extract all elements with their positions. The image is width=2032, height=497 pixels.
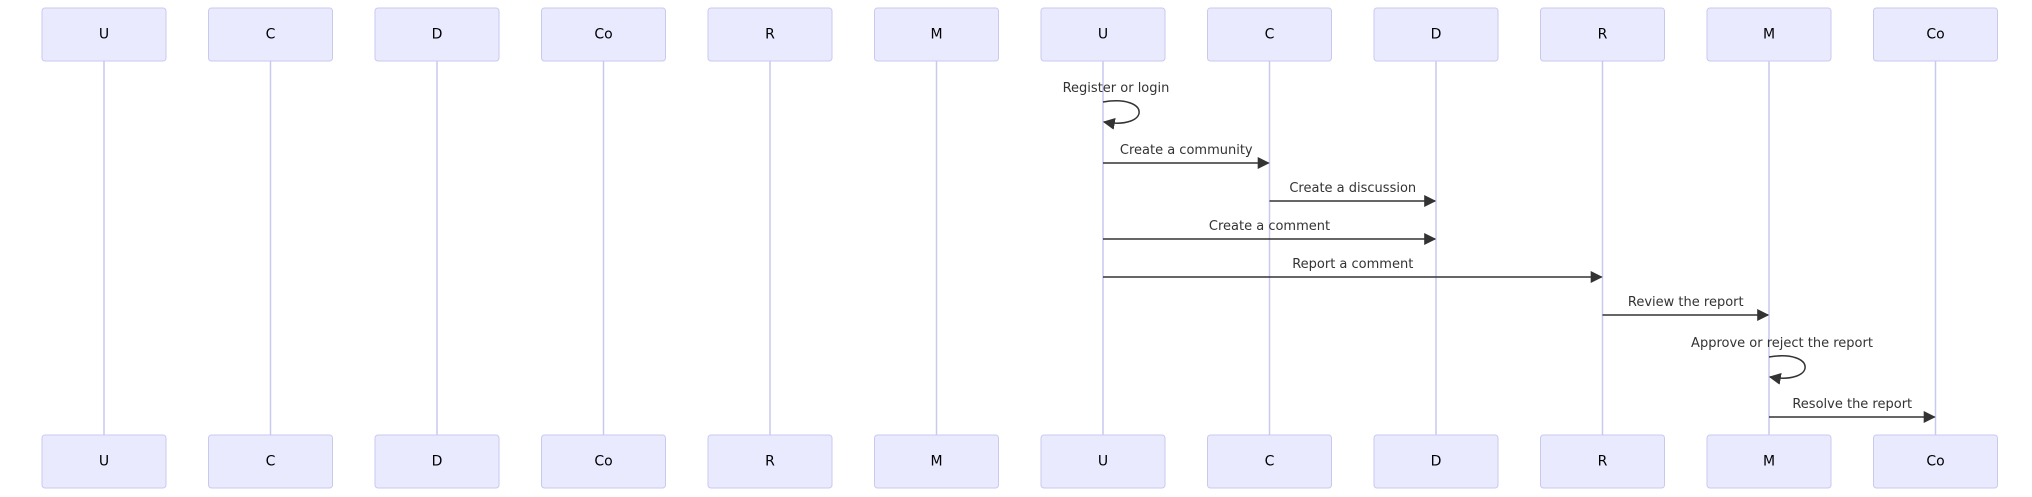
participant-u-top: U bbox=[1040, 7, 1166, 62]
participant-r-top: R bbox=[1540, 7, 1665, 62]
participant-label: C bbox=[266, 27, 276, 43]
participant-box bbox=[707, 434, 833, 489]
message: Create a discussion bbox=[1269, 181, 1437, 207]
participant-c-top: C bbox=[208, 7, 333, 62]
message: Approve or reject the report bbox=[1691, 336, 1873, 385]
participant-box bbox=[1373, 434, 1499, 489]
participant-box bbox=[1373, 7, 1499, 62]
message: Report a comment bbox=[1103, 257, 1603, 283]
participant-label: D bbox=[1431, 27, 1442, 43]
message: Create a comment bbox=[1103, 219, 1437, 245]
participant-r-bottom: R bbox=[1540, 434, 1665, 489]
participant-u-bottom: U bbox=[41, 434, 167, 489]
participant-box bbox=[41, 7, 167, 62]
message-label: Create a comment bbox=[1209, 219, 1330, 234]
message-self-arrow bbox=[1768, 355, 1806, 385]
message: Resolve the report bbox=[1769, 397, 1936, 423]
participant-box bbox=[374, 434, 500, 489]
participant-box bbox=[1873, 7, 1998, 62]
participant-box bbox=[208, 7, 333, 62]
participant-box bbox=[1540, 7, 1665, 62]
participant-box bbox=[1040, 434, 1166, 489]
message-label: Report a comment bbox=[1292, 257, 1413, 272]
participant-c-bottom: C bbox=[208, 434, 333, 489]
actors-top: U C D Co R M U C D R M Co bbox=[41, 7, 1998, 62]
participant-box bbox=[1706, 434, 1832, 489]
participant-c-top: C bbox=[1207, 7, 1332, 62]
participant-box bbox=[1040, 7, 1166, 62]
participant-label: U bbox=[1098, 454, 1108, 470]
participant-label: Co bbox=[1926, 27, 1944, 43]
message: Review the report bbox=[1602, 295, 1770, 321]
participant-box bbox=[1706, 7, 1832, 62]
participant-label: U bbox=[99, 454, 109, 470]
participant-m-top: M bbox=[1706, 7, 1832, 62]
message-label: Create a community bbox=[1120, 143, 1253, 158]
participant-m-bottom: M bbox=[874, 434, 999, 489]
participant-label: R bbox=[765, 27, 775, 43]
participant-r-bottom: R bbox=[707, 434, 833, 489]
participant-d-top: D bbox=[374, 7, 500, 62]
message-label: Review the report bbox=[1628, 295, 1744, 310]
participant-label: R bbox=[1598, 27, 1608, 43]
participant-label: Co bbox=[1926, 454, 1944, 470]
participant-box bbox=[1207, 434, 1332, 489]
participant-box bbox=[1873, 434, 1998, 489]
participant-label: Co bbox=[594, 27, 612, 43]
message-self-arrow bbox=[1102, 100, 1140, 130]
participant-label: Co bbox=[594, 454, 612, 470]
participant-m-bottom: M bbox=[1706, 434, 1832, 489]
participant-c-bottom: C bbox=[1207, 434, 1332, 489]
message: Create a community bbox=[1103, 143, 1270, 169]
participant-box bbox=[541, 7, 666, 62]
message-label: Register or login bbox=[1063, 81, 1170, 96]
message-label: Approve or reject the report bbox=[1691, 336, 1873, 351]
participant-box bbox=[374, 7, 500, 62]
participant-label: U bbox=[1098, 27, 1108, 43]
participant-co-bottom: Co bbox=[1873, 434, 1998, 489]
participant-label: M bbox=[1763, 454, 1775, 470]
participant-d-bottom: D bbox=[1373, 434, 1499, 489]
participant-box bbox=[1540, 434, 1665, 489]
participant-label: M bbox=[1763, 27, 1775, 43]
participant-d-bottom: D bbox=[374, 434, 500, 489]
participant-label: D bbox=[432, 454, 443, 470]
participant-box bbox=[707, 7, 833, 62]
participant-box bbox=[1207, 7, 1332, 62]
participant-label: R bbox=[765, 454, 775, 470]
participant-box bbox=[41, 434, 167, 489]
participant-label: U bbox=[99, 27, 109, 43]
participant-label: D bbox=[1431, 454, 1442, 470]
participant-label: D bbox=[432, 27, 443, 43]
participant-u-bottom: U bbox=[1040, 434, 1166, 489]
participant-co-top: Co bbox=[541, 7, 666, 62]
participant-label: C bbox=[266, 454, 276, 470]
participant-co-bottom: Co bbox=[541, 434, 666, 489]
participant-label: M bbox=[930, 454, 942, 470]
participant-box bbox=[208, 434, 333, 489]
participant-box bbox=[874, 7, 999, 62]
message-label: Create a discussion bbox=[1289, 181, 1416, 196]
participant-m-top: M bbox=[874, 7, 999, 62]
participant-label: C bbox=[1265, 454, 1275, 470]
participant-box bbox=[874, 434, 999, 489]
actors-bottom: U C D Co R M U C D R M Co bbox=[41, 434, 1998, 489]
lifelines bbox=[103, 61, 1937, 435]
participant-co-top: Co bbox=[1873, 7, 1998, 62]
message: Register or login bbox=[1063, 81, 1170, 130]
message-label: Resolve the report bbox=[1792, 397, 1912, 412]
participant-label: C bbox=[1265, 27, 1275, 43]
participant-d-top: D bbox=[1373, 7, 1499, 62]
participant-label: M bbox=[930, 27, 942, 43]
participant-r-top: R bbox=[707, 7, 833, 62]
participant-label: R bbox=[1598, 454, 1608, 470]
participant-u-top: U bbox=[41, 7, 167, 62]
participant-box bbox=[541, 434, 666, 489]
